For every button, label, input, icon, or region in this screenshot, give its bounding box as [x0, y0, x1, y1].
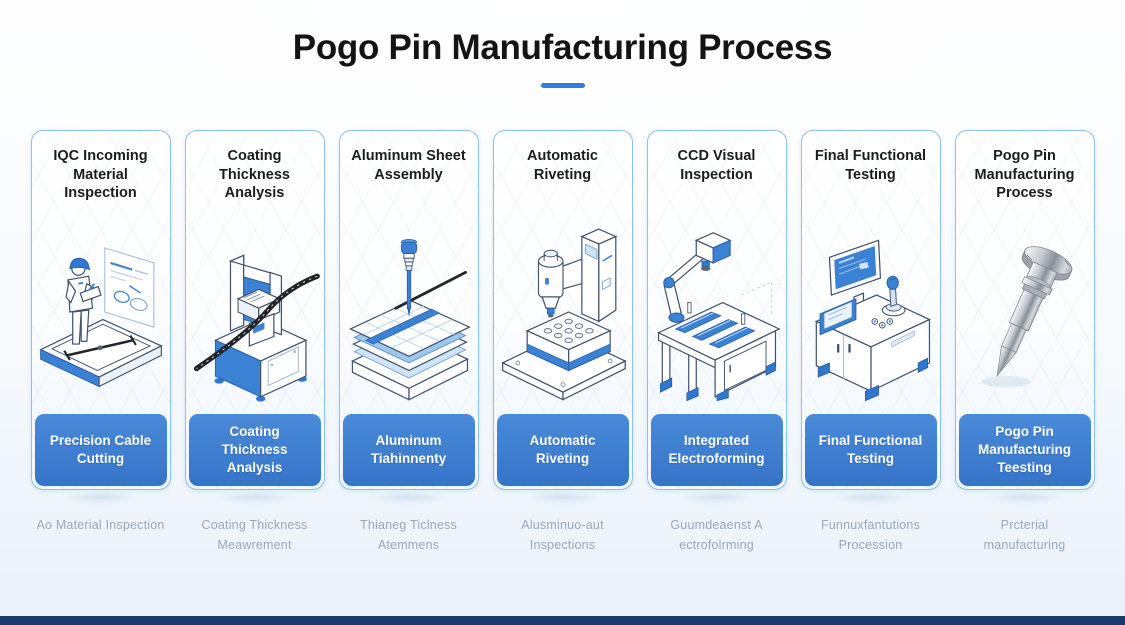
ccd-camera-robot-illustration	[648, 221, 786, 405]
worker-inspection-illustration	[32, 221, 170, 405]
card-title: IQC Incoming Material Inspection	[53, 148, 148, 202]
card-caption: Funnuxfantutions Procession	[820, 518, 921, 552]
card-title: Coating Thickness Analysis	[219, 148, 290, 202]
card-reflection	[195, 495, 314, 507]
process-column-7: Pogo Pin Manufacturing Process	[954, 130, 1095, 555]
process-card-ccd-inspection: CCD Visual Inspection	[646, 130, 787, 490]
bottom-accent-bar	[0, 616, 1125, 625]
process-card-final-testing: Final Functional Testing	[800, 130, 941, 490]
card-caption: Alusminuo-aut Inspections	[521, 518, 604, 552]
card-reflection	[657, 495, 776, 507]
card-caption: Prcterial manufacturing	[983, 518, 1066, 552]
title-underline-accent	[540, 83, 585, 88]
process-column-5: CCD Visual Inspection	[646, 130, 787, 555]
card-step-label: Pogo Pin Manufacturing Teesting	[958, 414, 1091, 486]
pogo-pin-illustration	[956, 221, 1094, 405]
card-step-label: Integrated Electroforming	[650, 414, 783, 486]
cable-cutting-machine-illustration	[186, 221, 324, 405]
card-caption: Ao Material Inspection	[36, 518, 165, 532]
card-step-label: Coating Thickness Analysis	[188, 414, 321, 486]
card-caption: Guumdeaenst A ectrofolrming	[670, 518, 763, 552]
process-cards-row: IQC Incoming Material Inspection	[0, 130, 1125, 555]
card-step-label: Final Functional Testing	[804, 414, 937, 486]
card-title: Automatic Riveting	[527, 148, 598, 183]
card-reflection	[41, 495, 160, 507]
sheet-assembly-illustration	[340, 221, 478, 405]
card-step-label: Aluminum Tiahinnenty	[342, 414, 475, 486]
card-reflection	[503, 495, 622, 507]
card-title: Pogo Pin Manufacturing Process	[974, 148, 1075, 202]
page-title: Pogo Pin Manufacturing Process	[292, 28, 833, 67]
card-title: Aluminum Sheet Assembly	[351, 148, 466, 183]
process-column-2: Coating Thickness Analysis	[184, 130, 325, 555]
card-step-label: Precision Cable Cutting	[34, 414, 167, 486]
card-reflection	[349, 495, 468, 507]
card-caption: Thianeg Ticlness Atemmens	[360, 518, 457, 552]
page-header: Pogo Pin Manufacturing Process	[0, 0, 1125, 88]
card-title: Final Functional Testing	[814, 148, 927, 183]
functional-testing-station-illustration	[802, 221, 940, 405]
process-column-4: Automatic Riveting	[492, 130, 633, 555]
process-column-3: Aluminum Sheet Assembly	[338, 130, 479, 555]
process-card-pogo-pin: Pogo Pin Manufacturing Process	[954, 130, 1095, 490]
card-reflection	[965, 495, 1084, 507]
process-card-iqc-inspection: IQC Incoming Material Inspection	[30, 130, 171, 490]
card-reflection	[811, 495, 930, 507]
card-caption: Coating Thickness Meawrement	[201, 518, 308, 552]
process-card-automatic-riveting: Automatic Riveting	[492, 130, 633, 490]
riveting-machine-illustration	[494, 221, 632, 405]
process-card-coating-thickness: Coating Thickness Analysis	[184, 130, 325, 490]
process-card-sheet-assembly: Aluminum Sheet Assembly	[338, 130, 479, 490]
card-step-label: Automatic Riveting	[496, 414, 629, 486]
process-column-6: Final Functional Testing	[800, 130, 941, 555]
process-column-1: IQC Incoming Material Inspection	[30, 130, 171, 555]
card-title: CCD Visual Inspection	[677, 148, 756, 183]
